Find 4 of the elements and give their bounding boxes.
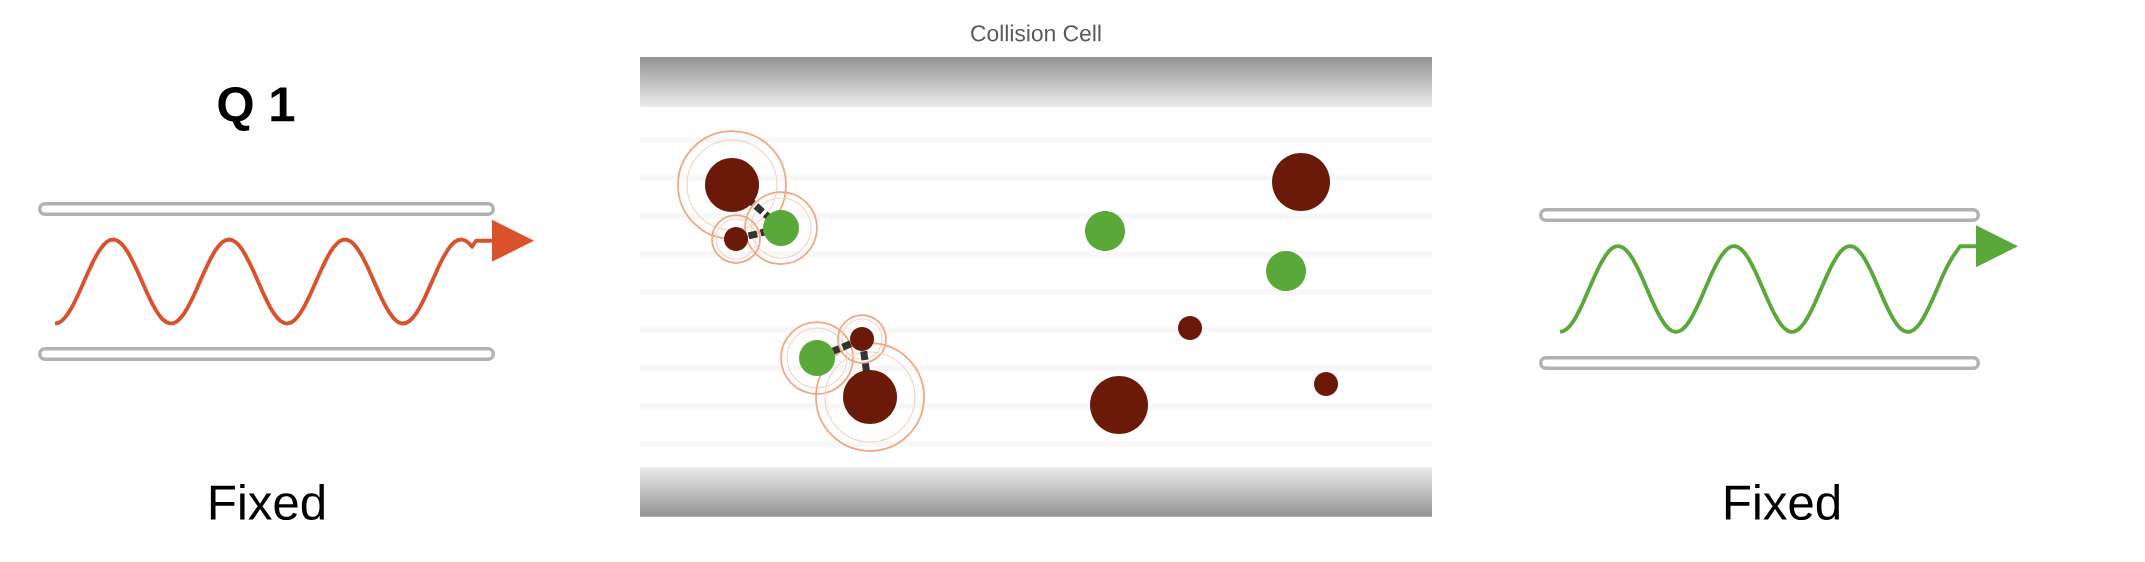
quadrupole-label: Q 1: [218, 87, 295, 131]
cell-title: Collision Cell: [971, 24, 1101, 42]
quadrupole-caption: Fixed: [1725, 483, 1839, 521]
quadrupole-caption: Fixed: [210, 483, 324, 521]
